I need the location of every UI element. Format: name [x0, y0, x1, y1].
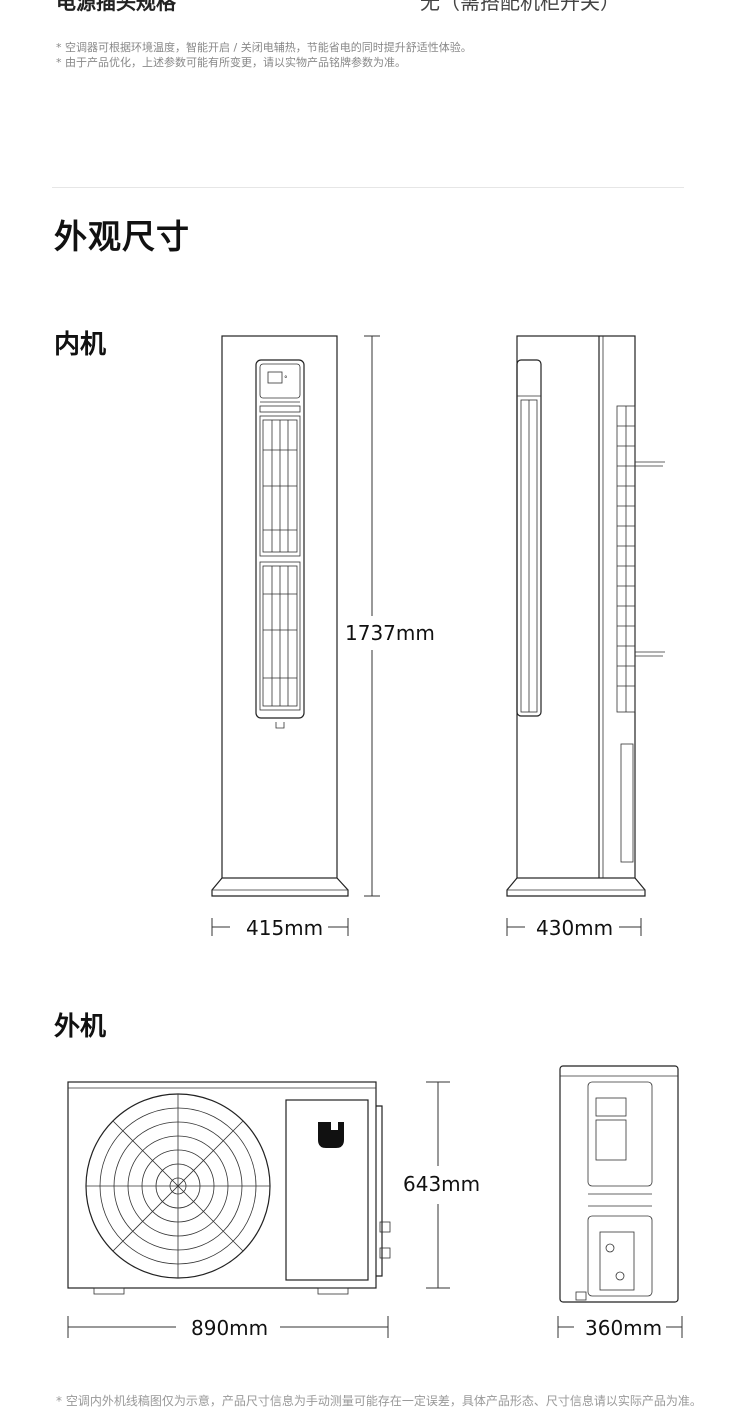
- note-line: * 空调器可根据环境温度，智能开启 / 关闭电辅热，节能省电的同时提升舒适性体验…: [56, 41, 472, 54]
- outdoor-unit-title: 外机: [54, 1012, 107, 1042]
- spec-label-power-plug: 电源插头规格: [56, 0, 176, 14]
- indoor-unit-title: 内机: [54, 330, 107, 360]
- svg-text:°: °: [284, 375, 288, 383]
- indoor-width-label: 415mm: [242, 916, 328, 940]
- spec-notes: * 空调器可根据环境温度，智能开启 / 关闭电辅热，节能省电的同时提升舒适性体验…: [56, 40, 472, 70]
- outdoor-front-drawing: [67, 1081, 450, 1338]
- outdoor-side-drawing: [557, 1065, 683, 1338]
- outdoor-width-label: 890mm: [187, 1316, 273, 1340]
- footer-disclaimer: * 空调内外机线稿图仅为示意，产品尺寸信息为手动测量可能存在一定误差，具体产品形…: [56, 1394, 702, 1408]
- note-line: * 由于产品优化，上述参数可能有所变更，请以实物产品铭牌参数为准。: [56, 56, 406, 69]
- outdoor-height-label: 643mm: [399, 1172, 485, 1196]
- mijia-logo-icon: [318, 1122, 344, 1148]
- spec-value-power-plug: 无（需搭配机柜开关）: [420, 0, 620, 14]
- indoor-side-drawing: [506, 335, 665, 936]
- indoor-height-label: 1737mm: [341, 621, 439, 645]
- mijia-logo-icon: [275, 722, 285, 729]
- outdoor-depth-label: 360mm: [581, 1316, 667, 1340]
- indoor-front-drawing: °: [211, 335, 380, 936]
- section-title: 外观尺寸: [54, 217, 190, 256]
- indoor-depth-label: 430mm: [532, 916, 618, 940]
- section-divider: [52, 187, 684, 188]
